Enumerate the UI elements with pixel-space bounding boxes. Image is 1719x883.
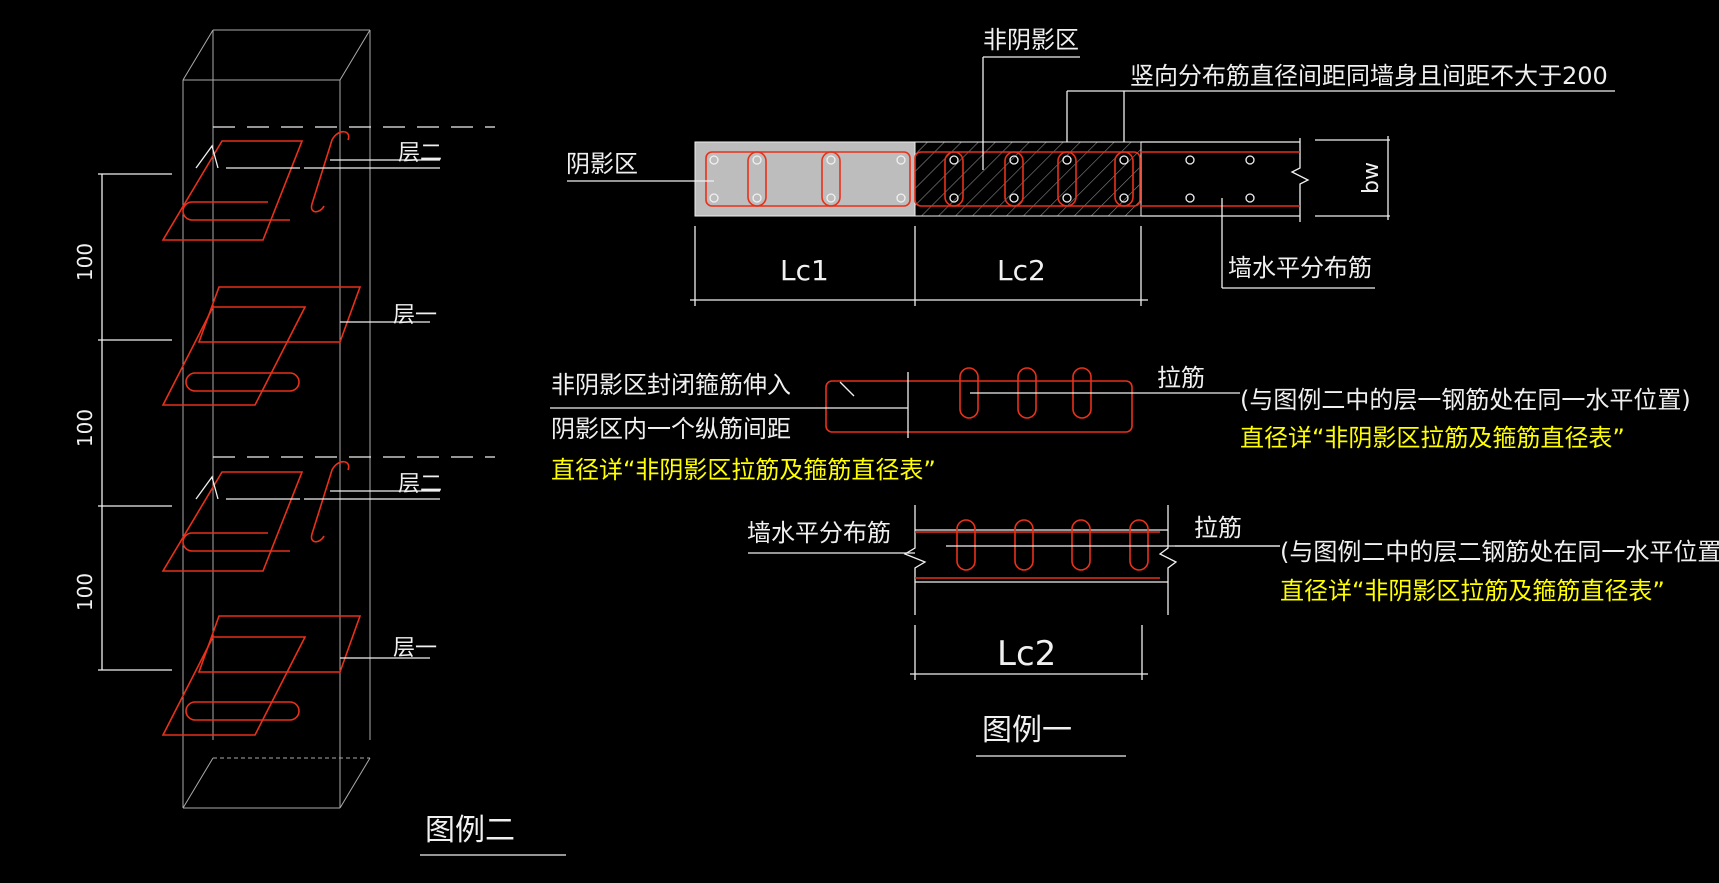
dim-100-a: 100 [73,243,97,281]
nonshadow-zone-hatch [914,141,1142,217]
layer-label-layer2-mid: 层二 [398,472,442,497]
layer-label-layer2-top: 层二 [398,141,442,166]
tie1-label: 拉筋 [1157,364,1205,392]
layer1-lower-rebar [161,615,362,736]
plan-bars [709,155,1255,203]
layer2-mid-marks [195,475,440,500]
legend2-caption: 图例二 [425,813,515,848]
shadow-zone [694,141,916,217]
dim-100-b: 100 [73,409,97,447]
stirrup-rebar [825,367,1133,433]
stirrup-note-line1: 非阴影区封闭箍筋伸入 [551,371,791,399]
stirrup-note-line3: 直径详“非阴影区拉筋及箍筋直径表” [551,456,936,484]
wall-horizontal-label: 墙水平分布筋 [747,519,891,547]
dimension-chain [98,173,172,671]
plan-leaders [567,56,1615,289]
label-wall-horizontal-top: 墙水平分布筋 [1228,254,1372,282]
stirrup-note-line2: 阴影区内一个纵筋间距 [551,415,791,443]
layer2-top-marks [195,144,440,169]
label-shadow-zone: 阴影区 [566,150,638,178]
label-vertical-bars: 竖向分布筋直径间距同墙身且间距不大于200 [1130,62,1608,90]
plan-rebar [705,151,1300,207]
label-bw: bw [1359,162,1384,194]
layer1-upper-rebar [161,286,362,406]
legend1-stirrup-detail: 非阴影区封闭箍筋伸入 阴影区内一个纵筋间距 直径详“非阴影区拉筋及箍筋直径表” … [550,364,1691,484]
layer2-mid-rebar [161,460,350,572]
stirrup-lines [550,372,1240,438]
legend1-plan: 阴影区 非阴影区 竖向分布筋直径间距同墙身且间距不大于200 bw 墙水平分布筋… [566,26,1615,306]
label-lc1: Lc1 [780,254,829,287]
tie1-detail: 直径详“非阴影区拉筋及箍筋直径表” [1240,424,1625,452]
dim-100-c: 100 [73,573,97,611]
label-nonshadow-zone: 非阴影区 [983,26,1079,54]
legend2-column: 100 100 100 层二 层一 [73,29,566,856]
tie1-note: (与图例二中的层一钢筋处在同一水平位置) [1240,386,1691,414]
layer-label-layer1-upper: 层一 [393,303,437,328]
layer-label-layer1-lower: 层一 [393,636,437,661]
wall-outline [1141,138,1310,222]
tie2-note: (与图例二中的层二钢筋处在同一水平位置) [1280,538,1719,566]
tie2-label: 拉筋 [1194,514,1242,542]
tie-rebar [915,519,1160,579]
label-lc2-top: Lc2 [997,254,1046,287]
label-lc2-bottom: Lc2 [997,634,1056,674]
tie2-detail: 直径详“非阴影区拉筋及箍筋直径表” [1280,577,1665,605]
legend1-caption: 图例一 [982,713,1072,748]
layer2-top-rebar [161,130,350,241]
legend1-tie-detail: 墙水平分布筋 拉筋 (与图例二中的层二钢筋处在同一水平位置) 直径详“非阴影区拉… [747,505,1719,680]
plan-dimensions [690,226,1148,306]
tie-leaders [748,545,1280,680]
